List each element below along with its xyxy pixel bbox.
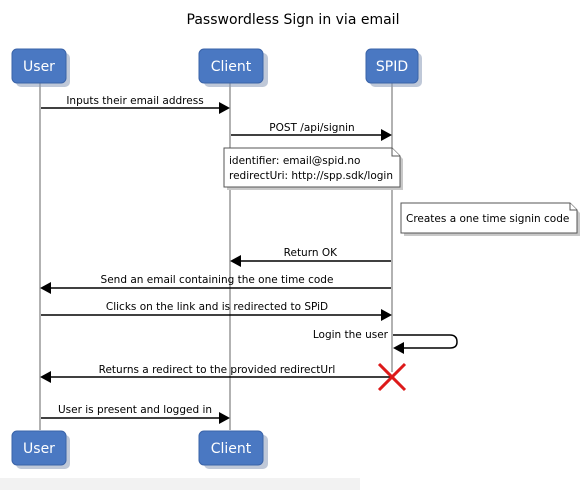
participant-spid-top: SPID: [365, 48, 422, 87]
arrowhead-right: [381, 129, 392, 141]
message-send-email-label: Send an email containing the one time co…: [101, 274, 334, 286]
note-request-payload: identifier: email@spid.no redirectUri: h…: [223, 147, 403, 190]
message-clicks-link: Clicks on the link and is redirected to …: [41, 301, 392, 321]
message-inputs-email-label: Inputs their email address: [66, 95, 203, 107]
participant-user-top: User: [11, 48, 70, 87]
message-user-logged-in: User is present and logged in: [41, 404, 230, 424]
arrowhead-left: [393, 342, 404, 354]
bottom-strip: [0, 478, 360, 490]
note-spid-code-text: Creates a one time signin code: [406, 213, 569, 225]
participant-client-bottom: Client: [198, 430, 268, 469]
participant-client-bottom-label: Client: [211, 441, 252, 457]
message-return-redirect-label: Returns a redirect to the provided redir…: [99, 364, 336, 376]
message-clicks-link-label: Clicks on the link and is redirected to …: [106, 301, 328, 313]
arrowhead-left: [40, 371, 51, 383]
participant-spid-top-label: SPID: [376, 59, 408, 75]
arrowhead-left: [40, 282, 51, 294]
message-user-logged-in-label: User is present and logged in: [58, 404, 212, 416]
message-return-redirect: Returns a redirect to the provided redir…: [40, 364, 391, 383]
message-inputs-email: Inputs their email address: [41, 95, 230, 114]
note-spid-code: Creates a one time signin code: [400, 202, 580, 236]
message-return-ok-label: Return OK: [284, 247, 338, 259]
participant-user-top-label: User: [23, 59, 55, 75]
arrowhead-right: [219, 412, 230, 424]
note-request-line2: redirectUri: http://spp.sdk/login: [229, 170, 393, 182]
arrowhead-right: [219, 102, 230, 114]
arrowhead-left: [230, 255, 241, 267]
message-send-email: Send an email containing the one time co…: [40, 274, 391, 294]
diagram-title: Passwordless Sign in via email: [187, 12, 400, 28]
participant-user-bottom: User: [11, 430, 70, 469]
message-login-user-label: Login the user: [313, 329, 389, 341]
participant-user-bottom-label: User: [23, 441, 55, 457]
participant-client-top: Client: [198, 48, 268, 87]
note-request-line1: identifier: email@spid.no: [229, 155, 360, 167]
destroy-x-icon: [377, 362, 407, 392]
arrowhead-right: [381, 309, 392, 321]
message-post-signin-label: POST /api/signin: [269, 122, 354, 134]
participant-client-top-label: Client: [211, 59, 252, 75]
message-login-user: Login the user: [313, 329, 458, 354]
message-post-signin: POST /api/signin: [231, 122, 392, 141]
message-return-ok: Return OK: [230, 247, 391, 267]
